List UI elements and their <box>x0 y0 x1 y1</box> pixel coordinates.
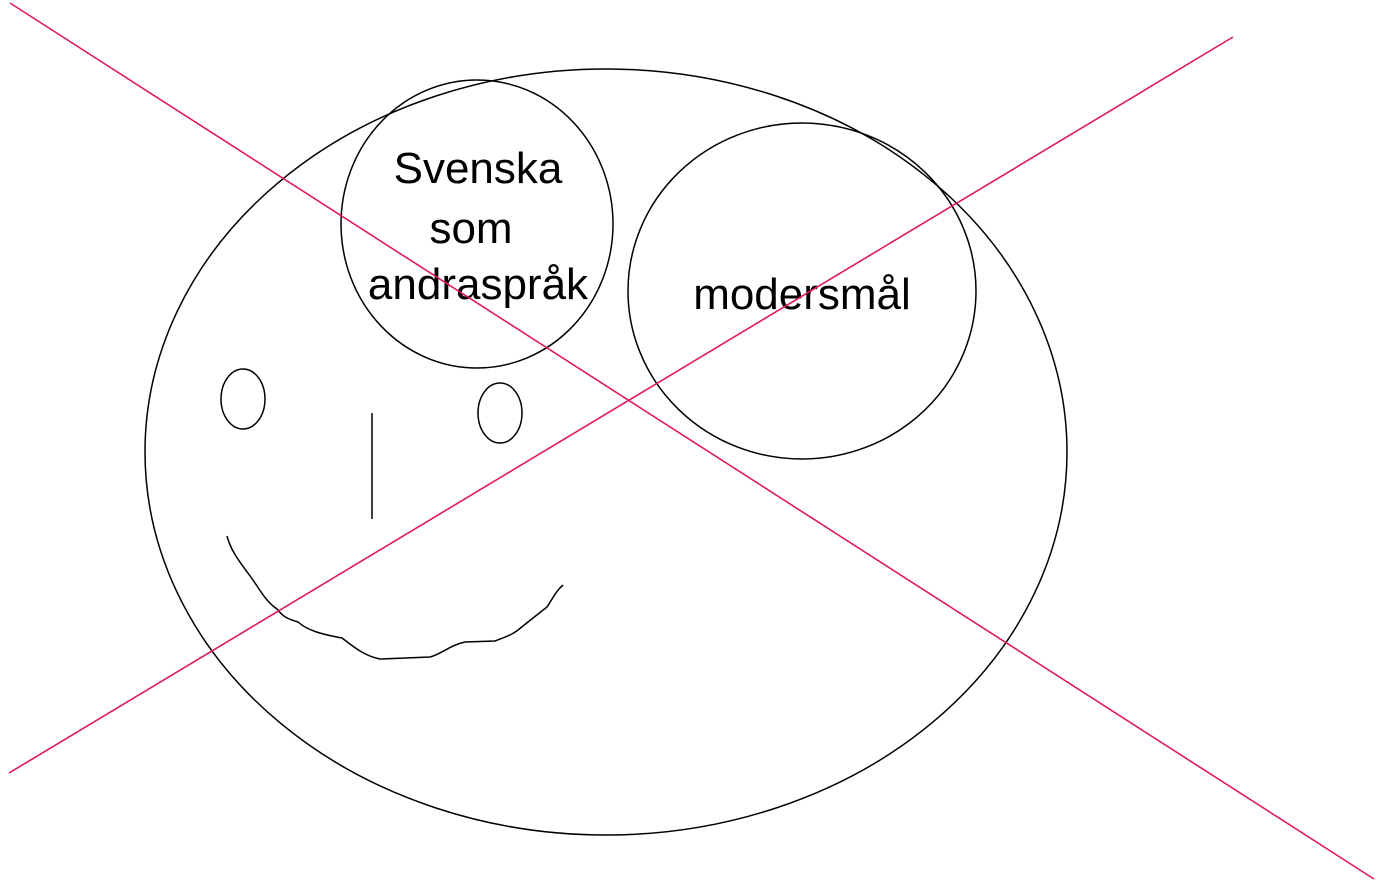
label-som: som <box>429 204 512 253</box>
mouth <box>227 536 563 659</box>
right-eye <box>478 383 522 443</box>
left-eye <box>221 369 265 429</box>
cross-line-ascending <box>9 37 1233 773</box>
label-modersmal: modersmål <box>693 270 911 319</box>
label-svenska: Svenska <box>394 144 563 193</box>
label-andrasprak: andraspråk <box>368 260 589 309</box>
face-outline <box>145 69 1067 835</box>
cross-line-descending <box>10 3 1374 879</box>
